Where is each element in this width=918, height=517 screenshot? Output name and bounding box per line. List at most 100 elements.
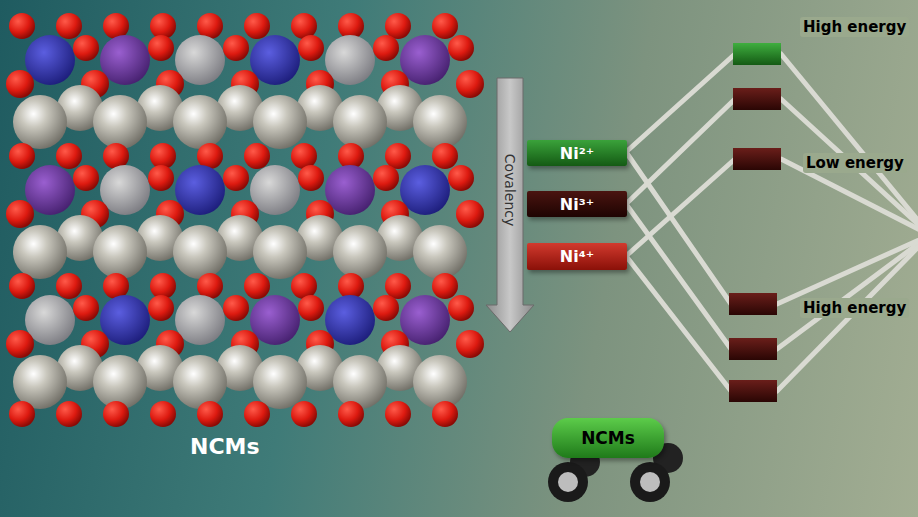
energy-level (733, 148, 781, 170)
oxygen-atom (385, 273, 411, 299)
oxygen-atom (373, 295, 399, 321)
transition-metal-atom (100, 35, 150, 85)
axis-label: Covalency (502, 154, 518, 227)
transition-metal-atom (25, 165, 75, 215)
lithium-atom (413, 95, 467, 149)
oxygen-atom (291, 273, 317, 299)
lithium-atom (253, 225, 307, 279)
oxygen-atom (148, 295, 174, 321)
lithium-atom (413, 355, 467, 409)
transition-metal-atom (250, 35, 300, 85)
lithium-atom (253, 95, 307, 149)
oxygen-atom (385, 401, 411, 427)
energy-level (729, 338, 777, 360)
oxygen-atom (73, 35, 99, 61)
lithium-atom (173, 95, 227, 149)
oxygen-atom (197, 401, 223, 427)
oxygen-atom (432, 273, 458, 299)
material-label: NCMs (190, 434, 260, 459)
lithium-atom (173, 225, 227, 279)
energy-label: High energy (800, 298, 909, 318)
lithium-atom (333, 355, 387, 409)
oxygen-atom (298, 295, 324, 321)
oxygen-atom (6, 330, 34, 358)
oxygen-atom (432, 401, 458, 427)
oxygen-atom (223, 165, 249, 191)
oxygen-atom (56, 13, 82, 39)
ion-level-bar: Ni⁴⁺ (527, 243, 627, 270)
energy-label: Low energy (803, 153, 907, 173)
transition-metal-atom (250, 295, 300, 345)
transition-metal-atom (400, 165, 450, 215)
orbital-lines (626, 54, 918, 391)
crystal-lattice (6, 13, 484, 427)
oxygen-atom (56, 401, 82, 427)
oxygen-atom (456, 330, 484, 358)
oxygen-atom (244, 401, 270, 427)
transition-metal-atom (250, 165, 300, 215)
oxygen-atom (338, 401, 364, 427)
transition-metal-atom (325, 295, 375, 345)
transition-metal-atom (175, 295, 225, 345)
transition-metal-atom (175, 165, 225, 215)
oxygen-atom (244, 13, 270, 39)
transition-metal-atom (100, 295, 150, 345)
energy-level (733, 43, 781, 65)
car-body: NCMs (552, 418, 664, 458)
energy-level (733, 88, 781, 110)
oxygen-atom (73, 165, 99, 191)
oxygen-atom (456, 200, 484, 228)
oxygen-atom (9, 273, 35, 299)
oxygen-atom (291, 143, 317, 169)
oxygen-atom (456, 70, 484, 98)
oxygen-atom (373, 165, 399, 191)
oxygen-atom (223, 35, 249, 61)
oxygen-atom (148, 165, 174, 191)
oxygen-atom (244, 143, 270, 169)
oxygen-atom (291, 401, 317, 427)
transition-metal-atom (25, 35, 75, 85)
oxygen-atom (56, 143, 82, 169)
oxygen-atom (385, 143, 411, 169)
oxygen-atom (448, 35, 474, 61)
lithium-atom (13, 95, 67, 149)
oxygen-atom (432, 13, 458, 39)
lithium-atom (93, 95, 147, 149)
lithium-atom (173, 355, 227, 409)
energy-level (729, 293, 777, 315)
oxygen-atom (244, 273, 270, 299)
lithium-atom (253, 355, 307, 409)
transition-metal-atom (100, 165, 150, 215)
energy-level (729, 380, 777, 402)
oxygen-atom (150, 13, 176, 39)
oxygen-atom (9, 401, 35, 427)
node-text: Ni⁴⁺ (560, 247, 594, 266)
oxygen-atom (6, 70, 34, 98)
oxygen-atom (291, 13, 317, 39)
oxygen-atom (9, 143, 35, 169)
oxygen-atom (56, 273, 82, 299)
lithium-atom (13, 355, 67, 409)
node-text: Ni³⁺ (560, 195, 594, 214)
oxygen-atom (150, 401, 176, 427)
transition-metal-atom (175, 35, 225, 85)
transition-metal-atom (325, 35, 375, 85)
oxygen-atom (73, 295, 99, 321)
lithium-atom (333, 225, 387, 279)
oxygen-atom (298, 35, 324, 61)
lithium-atom (13, 225, 67, 279)
transition-metal-atom (325, 165, 375, 215)
oxygen-atom (9, 13, 35, 39)
oxygen-atom (150, 273, 176, 299)
energy-levels (729, 43, 781, 402)
transition-metal-atom (400, 35, 450, 85)
oxygen-atom (6, 200, 34, 228)
oxygen-atom (298, 165, 324, 191)
lithium-atom (93, 225, 147, 279)
oxygen-atom (223, 295, 249, 321)
energy-label: High energy (800, 17, 909, 37)
oxygen-atom (150, 143, 176, 169)
oxygen-atom (432, 143, 458, 169)
transition-metal-atom (25, 295, 75, 345)
